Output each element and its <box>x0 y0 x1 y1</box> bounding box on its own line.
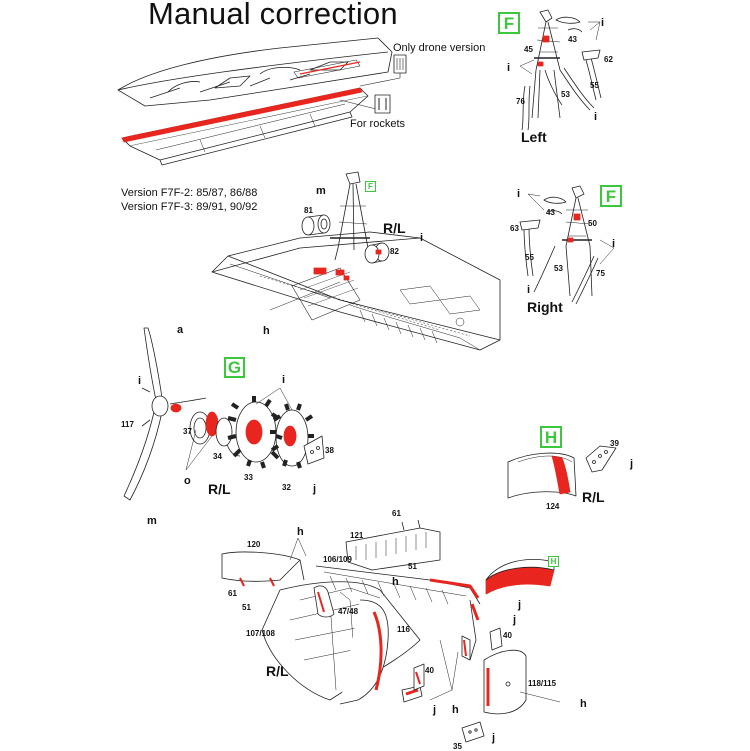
callout-j-fus2: j <box>513 614 517 626</box>
callout-i-f2a: i <box>517 188 521 200</box>
callout-j-fus4: j <box>492 732 496 744</box>
callout-i-engine: i <box>282 374 286 386</box>
callout-i-f2c: i <box>527 284 531 296</box>
center-wing-drawing <box>211 231 501 351</box>
badge-h-mid: H <box>540 426 562 448</box>
callout-o-engine: o <box>184 475 191 487</box>
callout-h-center: h <box>263 325 270 337</box>
part-h-drawing <box>507 445 617 499</box>
callout-i-f2b: i <box>612 238 616 250</box>
callout-i-prop: i <box>138 375 142 387</box>
part-120: 120 <box>247 540 261 549</box>
part-45: 45 <box>524 45 533 54</box>
badge-f-left: F <box>498 12 520 34</box>
callout-j-fus1: j <box>518 599 522 611</box>
drone-version-note: Only drone version <box>393 42 486 54</box>
part-121: 121 <box>350 531 364 540</box>
version-f7f2-label: Version F7F-2: 85/87, 86/88 <box>121 187 258 199</box>
engine-drawing <box>185 387 325 471</box>
rockets-note: For rockets <box>350 118 406 130</box>
fuselage-drawing <box>221 519 561 743</box>
callout-m-prop: m <box>147 515 157 527</box>
label-rl-fuselage: R/L <box>266 663 289 679</box>
gear-leg-left-drawing <box>519 9 602 131</box>
part-37: 37 <box>183 427 192 436</box>
propeller-drawing <box>123 327 207 501</box>
part-32: 32 <box>282 483 291 492</box>
part-34: 34 <box>213 452 222 461</box>
callout-h-fus4: h <box>580 698 587 710</box>
part-82: 82 <box>390 247 399 256</box>
page-title: Manual correction <box>148 0 398 31</box>
part-38: 38 <box>325 446 334 455</box>
part-81-drawing <box>301 214 331 236</box>
part-62: 62 <box>604 55 613 64</box>
part-61-top: 61 <box>392 509 401 518</box>
part-47-48: 47/48 <box>338 607 359 616</box>
callout-m-center: m <box>316 185 326 197</box>
callout-h-fus1: h <box>297 526 304 538</box>
part-33: 33 <box>244 473 253 482</box>
part-39: 39 <box>610 439 619 448</box>
part-53-right: 53 <box>554 264 563 273</box>
callout-h-fus3: h <box>452 704 459 716</box>
part-82-drawing <box>364 242 390 264</box>
label-left: Left <box>521 129 547 145</box>
label-right: Right <box>527 299 563 315</box>
callout-j-engine: j <box>313 483 317 495</box>
rocket-detail-icon <box>374 94 391 114</box>
label-rl-center: R/L <box>383 220 406 236</box>
wing-flap-drawing <box>117 37 401 166</box>
part-118-115: 118/115 <box>528 679 557 688</box>
badge-f-right: F <box>600 185 622 207</box>
callout-j-fus3: j <box>433 704 437 716</box>
badge-h-bottom: H <box>548 556 559 567</box>
version-f7f3-label: Version F7F-3: 89/91, 90/92 <box>121 201 258 213</box>
part-53-left: 53 <box>561 90 570 99</box>
part-43-right: 43 <box>546 208 555 217</box>
part-106-109: 106/109 <box>323 555 352 564</box>
part-75: 75 <box>596 269 605 278</box>
part-43-left: 43 <box>568 35 577 44</box>
part-40-bottom: 40 <box>425 666 434 675</box>
part-107-108: 107/108 <box>246 629 275 638</box>
callout-a-prop: a <box>177 324 184 336</box>
label-rl-engine: R/L <box>208 481 231 497</box>
label-rl-h: R/L <box>582 489 605 505</box>
part-124: 124 <box>546 502 560 511</box>
part-40-right: 40 <box>503 631 512 640</box>
part-55-right: 55 <box>525 253 534 262</box>
callout-h-fus2: h <box>392 576 399 588</box>
callout-i-f1c: i <box>594 111 598 123</box>
part-61-left: 61 <box>228 589 237 598</box>
callout-i-f1a: i <box>601 17 605 29</box>
part-50: 50 <box>588 219 597 228</box>
badge-g: G <box>224 357 245 378</box>
drone-detail-icon <box>393 54 407 74</box>
badge-f-center: F <box>365 181 376 192</box>
part-81: 81 <box>304 206 313 215</box>
part-51-top: 51 <box>408 562 417 571</box>
callout-i-f1b: i <box>507 62 511 74</box>
part-117: 117 <box>121 420 134 429</box>
part-76: 76 <box>516 97 525 106</box>
part-55-left: 55 <box>590 81 599 90</box>
callout-j-h: j <box>630 458 634 470</box>
gear-leg-right-drawing <box>519 185 615 305</box>
part-63: 63 <box>510 224 519 233</box>
part-35: 35 <box>453 742 462 751</box>
callout-i-center: i <box>420 232 424 244</box>
part-116: 116 <box>397 625 410 634</box>
part-51-left: 51 <box>242 603 251 612</box>
